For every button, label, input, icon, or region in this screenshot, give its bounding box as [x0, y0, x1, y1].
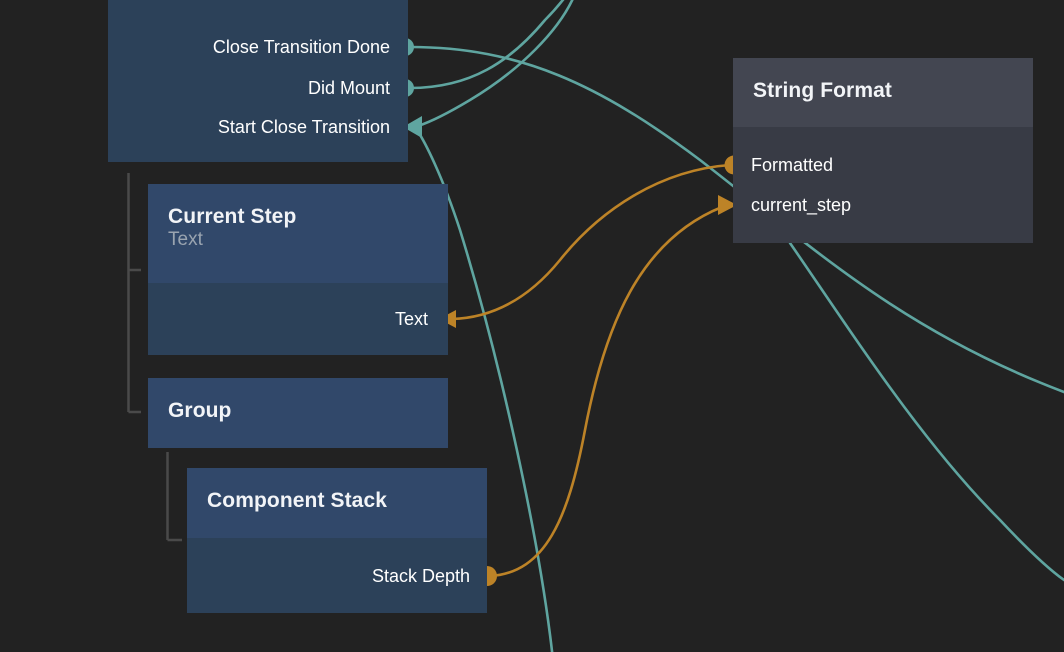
node-body	[148, 283, 448, 355]
wire-string-format-exit	[788, 241, 1064, 582]
port-row-current-step-input[interactable]: current_step	[751, 194, 851, 216]
node-title-component-stack: Component Stack	[207, 489, 388, 512]
port-label-start-close-transition: Start Close Transition	[217, 117, 390, 137]
node-current-step[interactable]: Current Step Text	[148, 184, 448, 355]
port-row-stack-depth[interactable]: Stack Depth	[187, 565, 470, 587]
node-body	[187, 538, 487, 613]
node-string-format[interactable]: String Format	[733, 58, 1033, 243]
port-row-close-transition-done[interactable]: Close Transition Done	[108, 36, 390, 58]
node-title-current-step: Current Step	[168, 205, 297, 228]
node-header: Current Step Text	[148, 184, 448, 283]
node-title-string-format: String Format	[753, 79, 892, 102]
port-row-formatted[interactable]: Formatted	[751, 154, 833, 176]
port-label-stack-depth: Stack Depth	[371, 566, 470, 586]
port-label-close-transition-done: Close Transition Done	[212, 37, 390, 57]
wire-did-mount	[408, 0, 565, 90]
node-body	[733, 127, 1033, 243]
wire-formatted-to-text	[450, 163, 732, 321]
wire-stack-depth-to-current-step	[489, 205, 724, 578]
node-header: Group	[148, 378, 448, 448]
node-header: String Format	[733, 58, 1033, 127]
node-title-group: Group	[168, 399, 232, 422]
node-component-stack[interactable]: Component Stack	[187, 468, 487, 613]
node-group[interactable]: Group	[148, 378, 448, 448]
node-body	[108, 0, 408, 162]
port-row-did-mount[interactable]: Did Mount	[108, 77, 390, 99]
port-row-text[interactable]: Text	[148, 308, 428, 330]
wire-top-to-start-close	[416, 0, 574, 128]
node-header: Component Stack	[187, 468, 487, 538]
port-row-start-close-transition[interactable]: Start Close Transition	[108, 116, 390, 138]
port-label-did-mount: Did Mount	[307, 78, 390, 98]
port-label-formatted: Formatted	[751, 155, 834, 175]
node-subtitle-current-step: Text	[168, 228, 203, 250]
port-label-current-step-input: current_step	[751, 195, 852, 215]
port-label-text: Text	[394, 309, 428, 329]
node-close-transition[interactable]	[108, 0, 408, 162]
